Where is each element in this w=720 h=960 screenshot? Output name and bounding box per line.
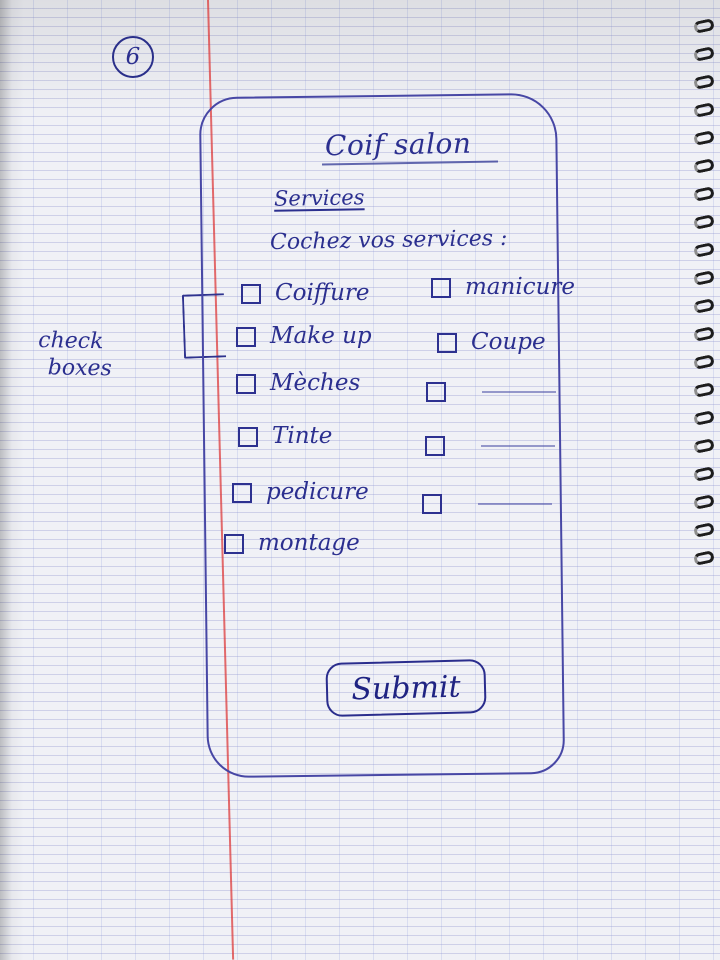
service-label-tinte: Tinte <box>272 423 333 449</box>
service-checkbox-coiffure[interactable] <box>241 283 261 304</box>
service-option-coiffure[interactable]: Coiffure <box>241 282 370 305</box>
service-option-meches[interactable]: Mèches <box>236 372 360 395</box>
service-option-montage[interactable]: montage <box>224 532 360 555</box>
service-placeholder-line-2 <box>481 445 555 447</box>
service-label-coupe: Coupe <box>471 329 546 355</box>
service-label-pedicure: pedicure <box>266 479 369 505</box>
service-checkbox-blank-1[interactable] <box>426 382 446 402</box>
service-checkbox-tinte[interactable] <box>238 426 258 447</box>
annotation-line-2: boxes <box>47 355 113 382</box>
annotation-line-1: check <box>38 328 104 355</box>
service-option-pedicure[interactable]: pedicure <box>232 481 369 504</box>
service-option-blank-1[interactable] <box>426 382 556 402</box>
service-label-manicure: manicure <box>465 274 575 300</box>
service-option-coupe[interactable]: Coupe <box>437 331 546 354</box>
services-heading: Services <box>273 185 365 211</box>
service-checkbox-blank-2[interactable] <box>425 436 445 456</box>
services-instructions: Cochez vos services : <box>269 225 508 256</box>
service-checkbox-manicure[interactable] <box>431 277 451 298</box>
app-title: Coif salon <box>324 126 472 163</box>
service-checkbox-make-up[interactable] <box>236 326 256 347</box>
service-checkbox-blank-3[interactable] <box>422 494 442 514</box>
service-checkbox-pedicure[interactable] <box>232 482 252 503</box>
service-checkbox-coupe[interactable] <box>437 332 457 353</box>
service-placeholder-line-1 <box>482 391 556 393</box>
service-checkbox-montage[interactable] <box>224 533 244 554</box>
service-label-coiffure: Coiffure <box>275 280 370 306</box>
service-checkbox-meches[interactable] <box>236 373 256 394</box>
page-number: 6 <box>112 36 154 78</box>
page-number-text: 6 <box>125 44 141 70</box>
service-option-make-up[interactable]: Make up <box>236 325 372 348</box>
service-option-tinte[interactable]: Tinte <box>238 425 332 448</box>
service-label-montage: montage <box>258 530 360 556</box>
service-option-blank-2[interactable] <box>425 436 555 456</box>
submit-button[interactable]: Submit <box>325 658 487 718</box>
spiral-binding <box>690 18 716 580</box>
service-option-manicure[interactable]: manicure <box>431 276 575 299</box>
service-label-make-up: Make up <box>270 323 372 349</box>
service-placeholder-line-3 <box>478 503 552 505</box>
service-label-meches: Mèches <box>270 370 361 396</box>
service-option-blank-3[interactable] <box>422 494 552 514</box>
checkboxes-annotation: check boxes <box>38 328 149 382</box>
